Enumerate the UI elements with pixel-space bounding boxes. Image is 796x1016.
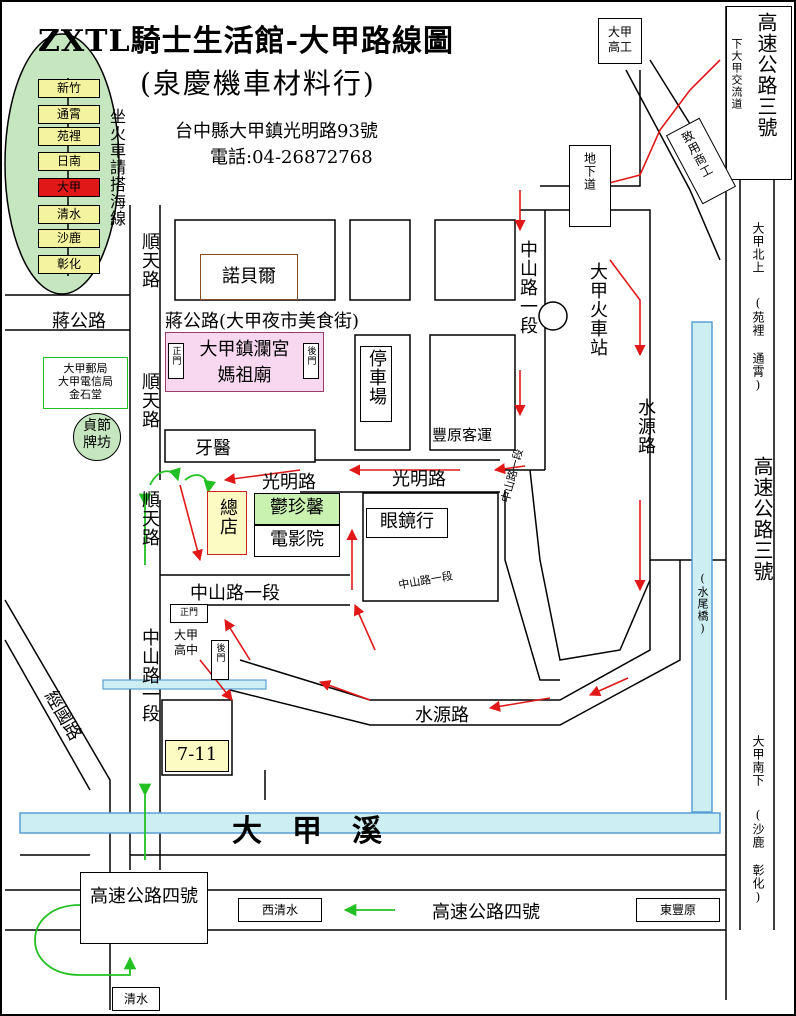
qingshui-exit: 清水 <box>112 987 160 1011</box>
zhongshan-road-horizontal: 中山路一段 <box>190 583 280 604</box>
cinema-box: 電影院 <box>254 525 340 557</box>
post-office-box: 大甲郵局 大甲電信局 金石堂 <box>43 357 128 409</box>
rotary <box>538 301 568 331</box>
east-fengyuan: 東豐原 <box>636 898 720 922</box>
jianggong-night-market: 蔣公路(大甲夜市美食街) <box>165 311 360 332</box>
station-yuanli: 苑裡 <box>38 127 100 146</box>
shuiwei-bridge: (水尾橋) <box>696 572 709 636</box>
dajia-station: 大甲火車站 <box>587 262 608 357</box>
zhongshan-road-1: 中山路一段 <box>517 240 538 335</box>
south-towns: (沙鹿 彰化) <box>751 808 765 905</box>
shuntian-road-2: 順天路 <box>139 372 160 429</box>
dajia-south: 大甲南下 <box>751 735 765 787</box>
shuntian-road-3: 順天路 <box>139 490 160 547</box>
station-zhanghua: 彰化 <box>38 255 100 274</box>
station-shalu: 沙鹿 <box>38 229 100 248</box>
dentist: 牙醫 <box>195 438 231 459</box>
temple-box: 大甲鎮瀾宮 媽祖廟 <box>165 332 324 392</box>
station-rinan: 日南 <box>38 152 100 171</box>
freeway3-top-box <box>726 6 792 180</box>
school-back-gate: 後門 <box>211 640 229 680</box>
station-tongxiao: 通霄 <box>38 105 100 124</box>
guangming-road-1: 光明路 <box>262 472 316 493</box>
underpass-box: 地下道 <box>569 145 611 227</box>
green-arrows <box>34 467 395 976</box>
address: 台中縣大甲鎮光明路93號 <box>175 121 378 142</box>
yuzhenxin-box: 鬱珍馨 <box>254 493 340 525</box>
freeway3-exit: 下大甲交流道 <box>730 38 743 110</box>
shuiyuan-road-1: 水源路 <box>635 398 656 455</box>
page-subtitle: (泉慶機車材料行) <box>140 67 376 100</box>
jianggong-road: 蔣公路 <box>52 311 106 332</box>
temple-front-gate: 正門 <box>168 343 184 379</box>
freeway4-road: 高速公路四號 <box>432 902 540 923</box>
main-store[interactable]: 總店 <box>207 491 247 555</box>
zhongshan-road-lower: 中山路一段 <box>139 628 160 723</box>
shuiyuan-road-2: 水源路 <box>415 705 469 726</box>
station-qingshui: 清水 <box>38 205 100 224</box>
dajia-north: 大甲北上 <box>751 222 765 274</box>
shuntian-road-1: 順天路 <box>139 232 160 289</box>
school-front-gate: 正門 <box>170 604 208 623</box>
phone: 電話:04-26872768 <box>210 147 373 168</box>
dajia-high-school: 大甲高中 <box>173 628 198 657</box>
canal <box>102 679 267 690</box>
seven-eleven: 7-11 <box>165 740 229 772</box>
nobel-box: 諾貝爾 <box>200 254 298 300</box>
freeway4-box: 高速公路四號 <box>80 872 208 944</box>
fengyuan-bus: 豐原客運 <box>432 426 493 444</box>
shuiwei-creek <box>691 321 713 813</box>
chastity-arch: 貞節牌坊 <box>73 413 121 461</box>
red-arrows <box>179 59 721 712</box>
optical-box: 眼鏡行 <box>366 508 448 538</box>
freeway3-mid: 高速公路三號 <box>750 456 774 582</box>
temple-back-gate: 後門 <box>303 343 319 379</box>
parking-box: 停車場 <box>360 346 392 422</box>
north-towns: (苑裡 通霄) <box>751 296 765 393</box>
station-xinzhu: 新竹 <box>38 79 100 98</box>
train-note: 坐火車請搭海線 <box>107 108 126 227</box>
guangming-road-2: 光明路 <box>392 469 446 490</box>
freeway3-top: 高速公路三號 <box>754 12 778 138</box>
dajia-vocational-box: 大甲高工 <box>598 18 642 64</box>
daja-river-label: 大 甲 溪 <box>232 814 382 849</box>
station-dajia-highlight: 大甲 <box>38 178 100 197</box>
daja-river <box>19 812 721 834</box>
page-title: ZXTL騎士生活館-大甲路線圖 <box>38 24 455 59</box>
west-qingshui: 西清水 <box>238 898 322 922</box>
